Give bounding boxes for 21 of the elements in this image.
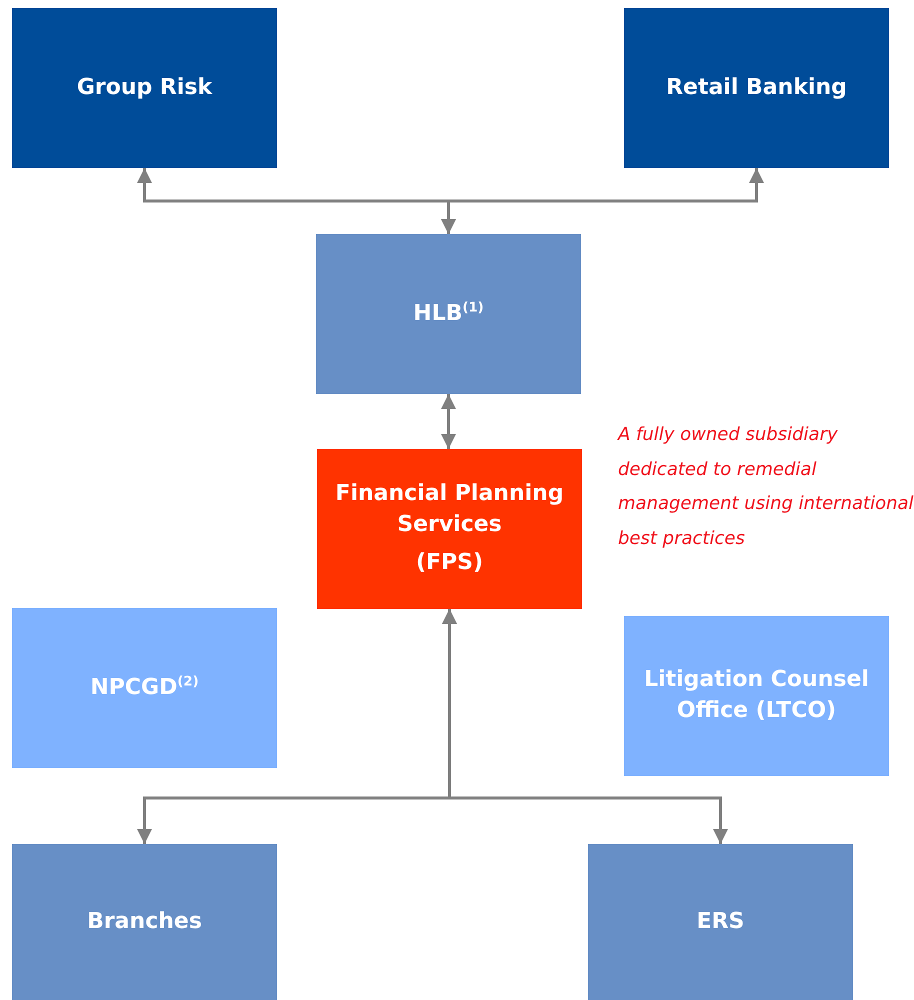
unit-box xyxy=(624,616,889,776)
arrow xyxy=(442,609,728,844)
unit-box xyxy=(12,8,277,168)
highlighted-unit-box xyxy=(317,449,582,609)
unit-name: ERS xyxy=(696,908,744,936)
unit-box xyxy=(316,234,581,394)
unit-box xyxy=(12,844,277,1000)
arrow xyxy=(441,394,456,449)
unit-name: Litigation Counsel Office (LTCO) xyxy=(643,666,870,725)
unit-name: Financial Planning Services xyxy=(334,480,565,539)
unit-name: Group Risk xyxy=(76,74,212,102)
unit-name: HLB$^{(1)}$ xyxy=(413,299,484,328)
unit-name: Branches xyxy=(87,908,202,936)
unit-name: Retail Banking xyxy=(666,74,847,102)
unit-box xyxy=(624,8,889,168)
annotation-note: A fully owned subsidiary dedicated to remedial management using international best practices xyxy=(618,423,914,550)
unit-name: NPCGD$^{(2)}$ xyxy=(90,673,199,702)
unit-box xyxy=(588,844,853,1000)
unit-abbreviation: (FPS) xyxy=(416,549,484,578)
arrow xyxy=(441,168,764,234)
unit-box xyxy=(12,608,277,768)
